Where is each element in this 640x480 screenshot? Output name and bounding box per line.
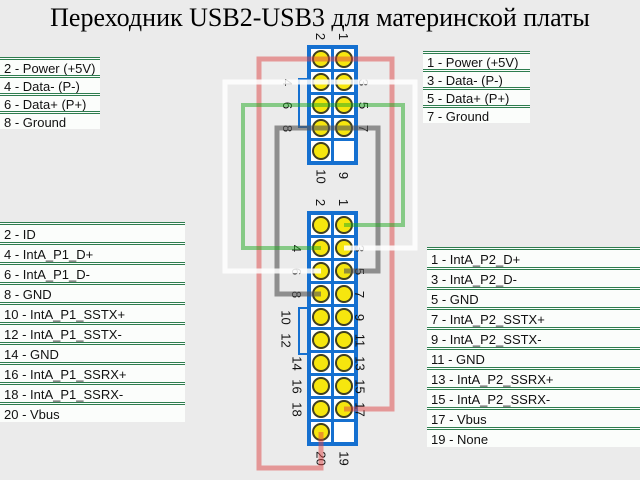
pin-label: 20 - Vbus — [0, 402, 185, 422]
pin-number: 1 — [336, 32, 352, 40]
pin-label: 14 - GND — [0, 342, 185, 362]
pin-cell — [311, 284, 331, 304]
pin-number: 10 — [313, 168, 329, 184]
pin-label: 6 - Data+ (P+) — [0, 93, 100, 111]
pin-cell — [334, 141, 354, 161]
pin-label: 1 - Power (+5V) — [423, 51, 530, 69]
pin-label: 9 - IntA_P2_SSTX- — [427, 327, 640, 347]
pin-contact — [312, 142, 330, 160]
pin-cell — [334, 95, 354, 115]
pin-pair-bracket — [298, 307, 309, 355]
pin-contact — [312, 262, 330, 280]
pin-cell — [334, 422, 354, 442]
pin-label: 4 - Data- (P-) — [0, 75, 100, 93]
pin-contact — [312, 239, 330, 257]
pin-contact — [312, 400, 330, 418]
pin-cell — [334, 215, 354, 235]
pin-contact — [312, 331, 330, 349]
pin-number: 8 — [280, 124, 296, 132]
pin-contact — [312, 96, 330, 114]
pin-cell — [311, 261, 331, 281]
usb2-header-connector — [307, 45, 358, 165]
pin-number: 20 — [313, 450, 329, 466]
pin-cell — [311, 141, 331, 161]
pin-label: 5 - Data+ (P+) — [423, 87, 530, 105]
pin-cell — [311, 353, 331, 373]
pin-cell — [311, 49, 331, 69]
pin-number: 17 — [352, 401, 368, 417]
pin-number: 18 — [289, 401, 305, 417]
pin-label: 13 - IntA_P2_SSRX+ — [427, 367, 640, 387]
pin-number: 7 — [356, 124, 372, 132]
pin-label: 12 - IntA_P1_SSTX- — [0, 322, 185, 342]
pin-cell — [334, 118, 354, 138]
pin-cell — [311, 118, 331, 138]
pin-label: 7 - IntA_P2_SSTX+ — [427, 307, 640, 327]
pin-contact — [312, 73, 330, 91]
pin-contact — [312, 50, 330, 68]
pin-label: 6 - IntA_P1_D- — [0, 262, 185, 282]
pin-number: 19 — [336, 450, 352, 466]
pin-label: 8 - Ground — [0, 111, 100, 129]
pin-contact — [335, 216, 353, 234]
pin-label: 3 - Data- (P-) — [423, 69, 530, 87]
pin-contact — [312, 308, 330, 326]
pin-contact — [312, 423, 330, 441]
pin-number: 9 — [336, 171, 352, 179]
usb2-left-pin-labels: 2 - Power (+5V)4 - Data- (P-)6 - Data+ (… — [0, 57, 100, 129]
pin-label: 19 - None — [427, 427, 640, 447]
pin-label: 16 - IntA_P1_SSRX+ — [0, 362, 185, 382]
pin-cell — [311, 238, 331, 258]
pin-label: 8 - GND — [0, 282, 185, 302]
pin-contact — [335, 96, 353, 114]
pin-number: 1 — [336, 198, 352, 206]
pin-cell — [311, 422, 331, 442]
pin-label: 7 - Ground — [423, 105, 530, 123]
pin-number: 2 — [313, 32, 329, 40]
pin-contact — [335, 73, 353, 91]
pin-label: 10 - IntA_P1_SSTX+ — [0, 302, 185, 322]
pin-number: 2 — [313, 198, 329, 206]
pin-label: 11 - GND — [427, 347, 640, 367]
pin-label: 4 - IntA_P1_D+ — [0, 242, 185, 262]
pin-cell — [334, 49, 354, 69]
pin-cell — [311, 399, 331, 419]
pin-cell — [311, 307, 331, 327]
pin-cell — [311, 376, 331, 396]
pin-contact — [312, 216, 330, 234]
page-title: Переходник USB2-USB3 для материнской пла… — [50, 3, 590, 32]
pin-cell — [334, 72, 354, 92]
pin-cell — [311, 95, 331, 115]
pin-cell — [311, 72, 331, 92]
usb2-right-pin-labels: 1 - Power (+5V)3 - Data- (P-)5 - Data+ (… — [423, 51, 530, 123]
pin-label: 2 - ID — [0, 222, 185, 242]
pin-cell — [311, 330, 331, 350]
pin-label: 3 - IntA_P2_D- — [427, 267, 640, 287]
pin-contact — [312, 285, 330, 303]
pin-label: 15 - IntA_P2_SSRX- — [427, 387, 640, 407]
pin-contact — [335, 50, 353, 68]
pin-contact — [312, 119, 330, 137]
pin-label: 1 - IntA_P2_D+ — [427, 247, 640, 267]
pin-contact — [335, 119, 353, 137]
pin-pair-bracket — [298, 78, 309, 128]
pin-contact — [312, 377, 330, 395]
pin-label: 18 - IntA_P1_SSRX- — [0, 382, 185, 402]
pin-label: 17 - Vbus — [427, 407, 640, 427]
pin-label: 2 - Power (+5V) — [0, 57, 100, 75]
pin-cell — [311, 215, 331, 235]
pin-contact — [312, 354, 330, 372]
pin-label: 5 - GND — [427, 287, 640, 307]
